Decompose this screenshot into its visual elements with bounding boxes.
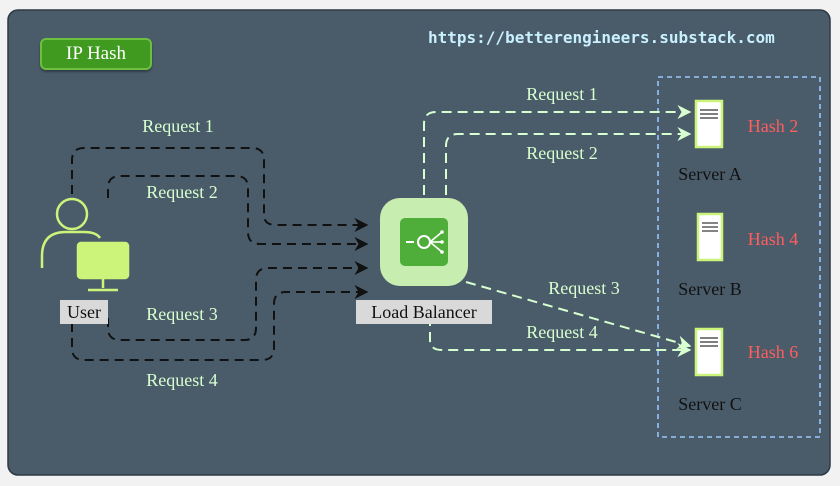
hash-label-server-b: Hash 4 <box>748 229 799 249</box>
left-request-3-label: Request 3 <box>146 304 218 324</box>
left-request-4-label: Request 4 <box>146 370 218 390</box>
user-label-box <box>60 300 108 324</box>
ip-hash-badge: IP Hash <box>40 38 152 70</box>
server-group-box <box>657 76 821 438</box>
user-label: User <box>67 302 101 322</box>
right-request-2-label: Request 2 <box>526 143 598 163</box>
right-request-1-label: Request 1 <box>526 84 598 104</box>
user-path-request-4 <box>71 285 369 361</box>
lb-path-request-3 <box>465 281 692 350</box>
load-balancer-label: Load Balancer <box>371 302 476 322</box>
user-icon <box>40 197 130 292</box>
server-b-icon <box>696 212 724 262</box>
server-c-label: Server C <box>678 394 741 414</box>
left-request-1-label: Request 1 <box>142 116 214 136</box>
user-path-request-2 <box>107 175 369 251</box>
server-a-icon <box>694 99 724 149</box>
lb-path-request-4 <box>429 300 692 357</box>
user-path-request-1 <box>71 147 369 232</box>
source-url: https://betterengineers.substack.com <box>428 28 775 47</box>
server-b-label: Server B <box>678 279 741 299</box>
load-balancer-label-box <box>356 300 492 324</box>
right-request-3-label: Request 3 <box>548 278 620 298</box>
server-c-icon <box>694 327 724 377</box>
lb-request-paths <box>423 105 692 357</box>
right-request-4-label: Request 4 <box>526 322 598 342</box>
user-request-paths <box>71 147 369 361</box>
server-a-label: Server A <box>678 164 741 184</box>
lb-path-request-1 <box>423 105 692 195</box>
lb-path-request-2 <box>445 127 692 195</box>
left-request-2-label: Request 2 <box>146 182 218 202</box>
load-balancer-icon <box>380 198 468 286</box>
hash-label-server-c: Hash 6 <box>748 342 799 362</box>
user-path-request-3 <box>107 261 369 341</box>
hash-label-server-a: Hash 2 <box>748 116 799 136</box>
